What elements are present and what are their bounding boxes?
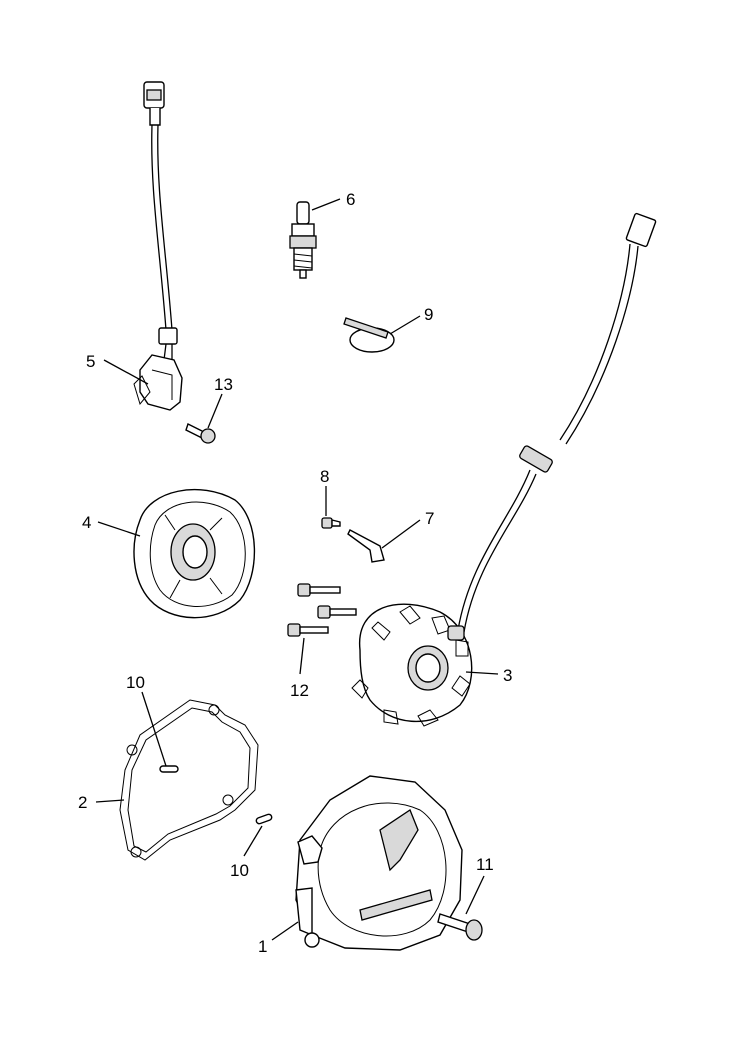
callout-2: 2 xyxy=(78,793,87,812)
cable-tie-part xyxy=(343,317,395,353)
pickup-sensor-part xyxy=(133,81,183,411)
callout-9: 9 xyxy=(424,305,433,324)
callout-3: 3 xyxy=(503,666,512,685)
flywheel-rotor-part xyxy=(133,488,256,619)
callout-7: 7 xyxy=(425,509,434,528)
callout-4: 4 xyxy=(82,513,91,532)
callout-13: 13 xyxy=(214,375,233,394)
spark-plug-part xyxy=(289,201,317,279)
callout-8: 8 xyxy=(320,467,329,486)
stator-part xyxy=(351,212,657,727)
callout-6: 6 xyxy=(346,190,355,209)
dowel-pin-part xyxy=(255,813,273,825)
callout-1: 1 xyxy=(258,937,267,956)
callout-11: 11 xyxy=(476,855,494,874)
callout-labels: 5 13 6 9 4 8 7 12 3 10 2 10 11 1 xyxy=(78,190,512,956)
screw-8-part xyxy=(321,517,341,529)
bolt-13-part xyxy=(185,423,216,444)
bolt-11-part xyxy=(437,913,483,941)
clip-7-part xyxy=(347,529,385,563)
callout-10-lower: 10 xyxy=(230,861,249,880)
callout-5: 5 xyxy=(86,352,95,371)
gasket-part xyxy=(119,699,259,861)
bolts-12-part xyxy=(287,583,357,637)
leader-lines xyxy=(95,198,499,941)
ignition-cover-part xyxy=(295,775,463,951)
callout-12: 12 xyxy=(290,681,309,700)
callout-10-upper: 10 xyxy=(126,673,145,692)
